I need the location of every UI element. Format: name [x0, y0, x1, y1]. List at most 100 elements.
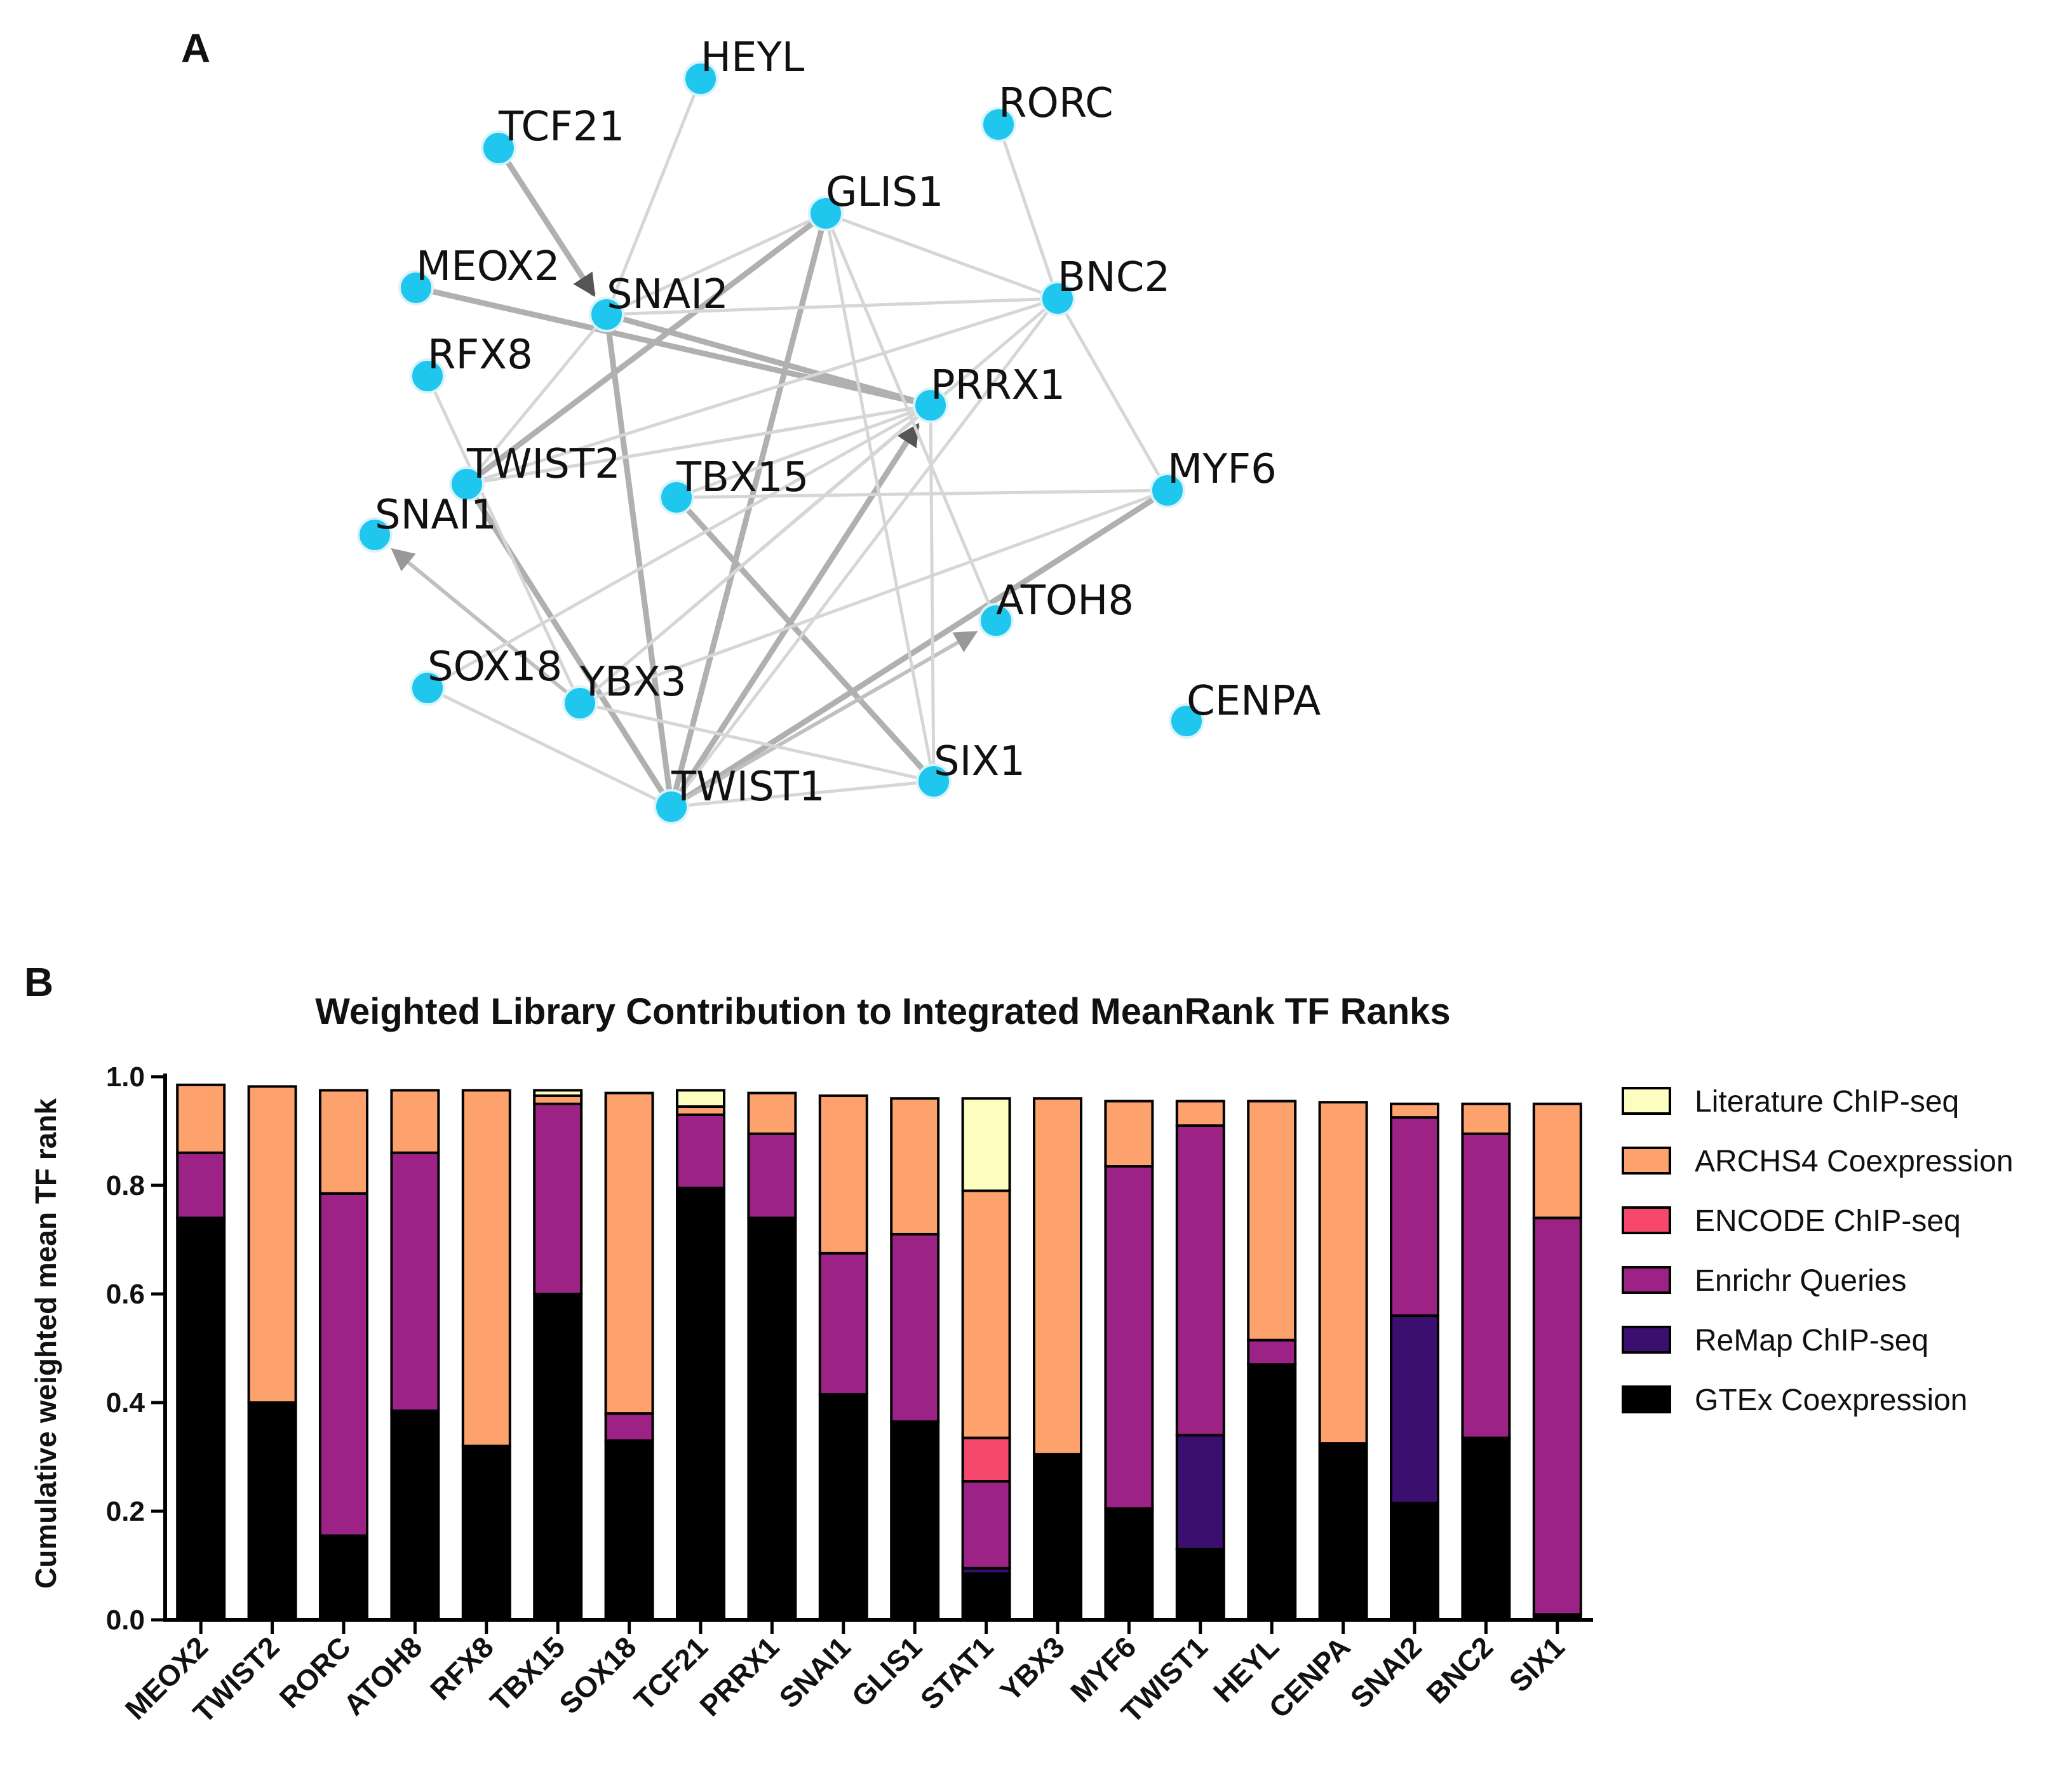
- legend-swatch: [1622, 1266, 1671, 1294]
- node-label: SOX18: [427, 643, 562, 690]
- legend-label: Enrichr Queries: [1695, 1264, 1906, 1298]
- bar-segment-gtex-coexpression: [176, 1216, 226, 1622]
- node-label: SIX1: [934, 738, 1025, 785]
- node-ybx3[interactable]: YBX3: [562, 659, 687, 721]
- bar-segment-archs4-coexpression: [1532, 1102, 1582, 1220]
- bar-segment-gtex-coexpression: [247, 1401, 297, 1621]
- bar-segment-archs4-coexpression: [961, 1189, 1011, 1439]
- node-circle: [978, 603, 1014, 638]
- legend-item-encode-chip-seq: ENCODE ChIP-seq: [1622, 1204, 1961, 1238]
- x-tick-label: SNAI1: [772, 1630, 857, 1714]
- bar-segment-archs4-coexpression: [176, 1083, 226, 1154]
- bar-segment-gtex-coexpression: [961, 1572, 1011, 1621]
- bar-segment-gtex-coexpression: [676, 1187, 725, 1621]
- node-circle: [410, 358, 445, 394]
- bar-segment-enrichr-queries: [1532, 1216, 1582, 1616]
- legend-item-gtex-coexpression: GTEx Coexpression: [1622, 1384, 1968, 1417]
- bar-segment-remap-chip-seq: [1175, 1434, 1225, 1551]
- node-atoh8[interactable]: ATOH8: [978, 577, 1134, 638]
- edge-prrx1-tbx15: [675, 403, 932, 499]
- node-circle: [449, 466, 485, 502]
- node-circle: [1040, 281, 1075, 316]
- node-circle: [589, 297, 624, 332]
- bar-segment-enrichr-queries: [818, 1251, 868, 1396]
- bar-segment-gtex-coexpression: [533, 1293, 583, 1621]
- bar-segment-enrichr-queries: [747, 1132, 797, 1220]
- edge-snai2-twist1: [603, 311, 675, 810]
- bar-segment-enrichr-queries: [1390, 1116, 1439, 1317]
- node-circle: [357, 517, 393, 553]
- node-label: PRRX1: [931, 362, 1065, 409]
- node-myf6[interactable]: MYF6: [1150, 446, 1277, 508]
- node-tbx15[interactable]: TBX15: [659, 454, 809, 515]
- bar-segment-enrichr-queries: [1104, 1165, 1154, 1510]
- bar-segment-enrichr-queries: [176, 1151, 226, 1220]
- node-circle: [916, 764, 952, 799]
- node-heyl[interactable]: HEYL: [683, 34, 805, 97]
- bar-stack-cenpa: [1318, 1101, 1368, 1621]
- bar-segment-gtex-coexpression: [390, 1409, 440, 1621]
- bar-stack-ybx3: [1033, 1097, 1082, 1622]
- bar-stack-twist2: [247, 1085, 297, 1621]
- bar-segment-literature-chip-seq: [961, 1097, 1011, 1192]
- node-label: RFX8: [427, 332, 533, 379]
- node-sox18[interactable]: SOX18: [410, 643, 562, 706]
- node-snai1[interactable]: SNAI1: [357, 492, 497, 553]
- node-rfx8[interactable]: RFX8: [410, 332, 533, 394]
- node-meox2[interactable]: MEOX2: [398, 243, 560, 306]
- node-tcf21[interactable]: TCF21: [481, 104, 624, 166]
- edge-rfx8-ybx3: [426, 374, 582, 705]
- bar-segment-enrichr-queries: [533, 1102, 583, 1295]
- bar-segment-gtex-coexpression: [604, 1439, 654, 1622]
- bar-segment-gtex-coexpression: [747, 1216, 797, 1622]
- node-circle: [913, 387, 948, 423]
- bar-stack-stat1: [961, 1097, 1011, 1621]
- node-twist2[interactable]: TWIST2: [449, 441, 621, 502]
- edge-twist2-twist1: [464, 481, 675, 810]
- node-rorc[interactable]: RORC: [981, 80, 1113, 142]
- node-circle: [481, 130, 516, 166]
- node-label: YBX3: [579, 659, 687, 706]
- node-twist1[interactable]: TWIST1: [654, 764, 825, 825]
- node-label: RORC: [999, 80, 1113, 127]
- bar-stack-sox18: [604, 1091, 654, 1622]
- node-six1[interactable]: SIX1: [916, 738, 1025, 799]
- edge-twist2-glis1: [464, 210, 829, 487]
- x-tick-label: YBX3: [993, 1630, 1071, 1707]
- node-glis1[interactable]: GLIS1: [808, 169, 943, 231]
- edge-meox2-prrx1: [413, 285, 934, 408]
- bar-segment-enrichr-queries: [961, 1479, 1011, 1570]
- bar-stack-twist1: [1175, 1100, 1225, 1622]
- node-circle: [1169, 703, 1204, 739]
- node-bnc2[interactable]: BNC2: [1040, 254, 1170, 316]
- edge-tbx15-six1: [673, 494, 937, 785]
- bar-stack-prrx1: [747, 1091, 797, 1622]
- bar-stack-snai2: [1390, 1102, 1439, 1622]
- bar-segment-enrichr-queries: [1461, 1132, 1511, 1439]
- edge-twist1-prrx1: [668, 422, 920, 810]
- legend-swatch: [1622, 1326, 1671, 1354]
- edge-twist2-prrx1: [465, 403, 932, 486]
- bar-stack-rfx8: [461, 1089, 511, 1621]
- node-prrx1[interactable]: PRRX1: [913, 362, 1065, 423]
- bar-segment-gtex-coexpression: [1390, 1502, 1439, 1622]
- legend-label: ReMap ChIP-seq: [1695, 1324, 1928, 1357]
- bar-segment-enrichr-queries: [676, 1113, 725, 1190]
- y-tick-label: 1.0: [106, 1061, 145, 1093]
- bar-segment-archs4-coexpression: [319, 1089, 368, 1195]
- node-snai2[interactable]: SNAI2: [589, 271, 729, 332]
- bar-segment-archs4-coexpression: [1247, 1100, 1297, 1342]
- bar-segment-gtex-coexpression: [890, 1420, 940, 1622]
- legend-swatch: [1622, 1087, 1671, 1115]
- node-label: GLIS1: [826, 169, 943, 216]
- node-cenpa[interactable]: CENPA: [1169, 678, 1321, 739]
- node-circle: [683, 61, 718, 97]
- node-label: CENPA: [1187, 678, 1321, 725]
- node-circle: [808, 196, 844, 231]
- panel-b-letter: B: [24, 959, 53, 1005]
- edge-glis1-bnc2: [824, 212, 1060, 300]
- edge-bnc2-twist2: [465, 297, 1060, 486]
- node-label: SNAI2: [607, 271, 729, 318]
- legend-swatch: [1622, 1385, 1671, 1413]
